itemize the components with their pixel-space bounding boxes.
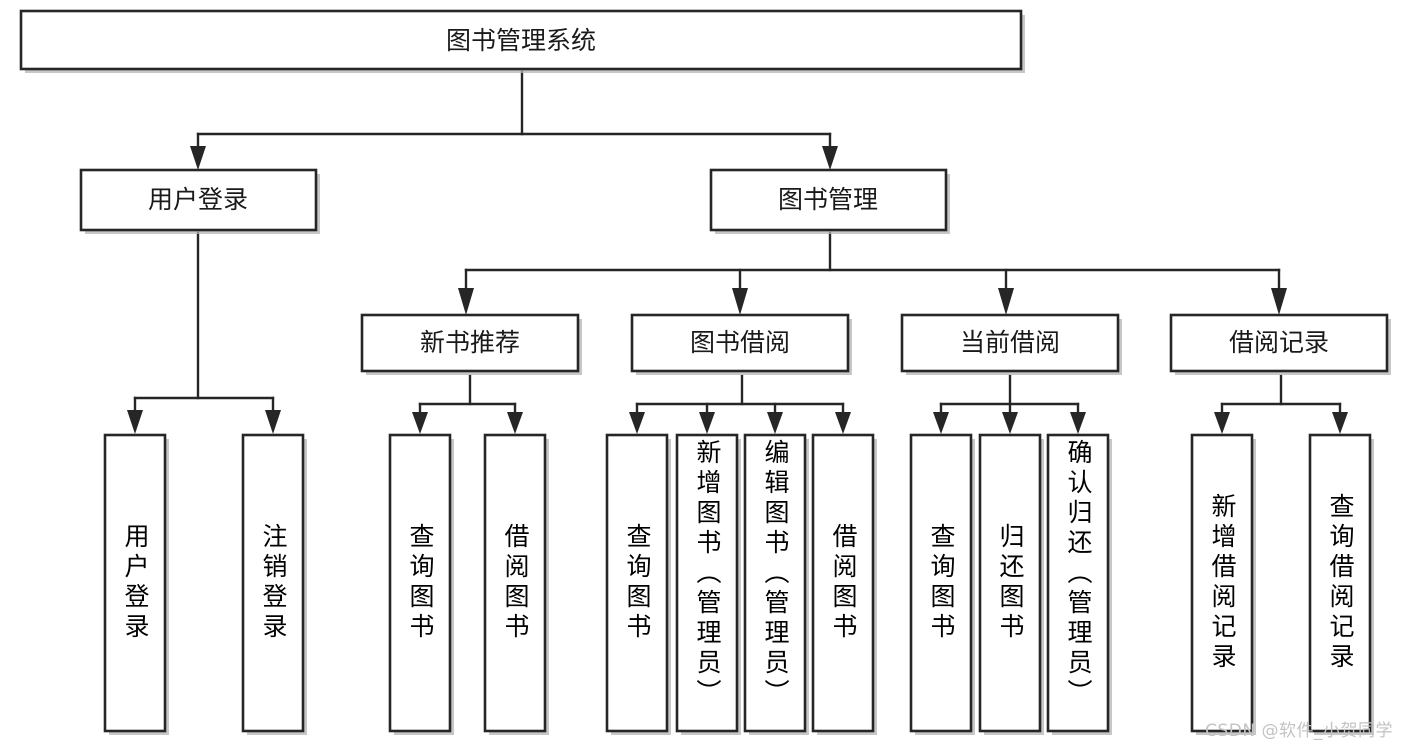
node-leaf-borrow-book-1-text-wrap: 借阅图书 <box>501 523 530 643</box>
node-leaf-borrow-book-2[interactable]: 借阅图书 <box>811 433 877 735</box>
node-leaf-add-record[interactable]: 新增借阅记录 <box>1190 433 1256 735</box>
node-book-borrow-box <box>630 313 850 373</box>
node-new-book-rec-label: 新书推荐 <box>420 328 520 357</box>
node-leaf-edit-book-text-wrap: 编辑图书（管理员） <box>761 439 790 709</box>
node-leaf-logout-box <box>241 433 305 733</box>
node-leaf-query-book-1-box <box>388 433 452 733</box>
node-leaf-logout-text-wrap: 注销登录 <box>259 523 288 643</box>
node-root-box <box>19 9 1023 71</box>
node-leaf-add-book-text-wrap: 新增图书（管理员） <box>693 439 722 709</box>
node-leaf-query-book-3-box <box>909 433 973 733</box>
node-leaf-add-record-box <box>1190 433 1254 733</box>
node-current-borrow-label: 当前借阅 <box>960 328 1060 357</box>
node-leaf-add-record-text-wrap: 新增借阅记录 <box>1208 493 1237 673</box>
node-leaf-edit-book-label: 编辑图书（管理员） <box>761 439 790 709</box>
node-root-label: 图书管理系统 <box>446 26 596 55</box>
node-leaf-return-book[interactable]: 归还图书 <box>978 433 1044 735</box>
node-leaf-query-record[interactable]: 查询借阅记录 <box>1308 433 1374 735</box>
arrow-head-leaf-query-book-2 <box>629 412 645 434</box>
arrow-head-leaf-user-login <box>127 410 143 434</box>
node-leaf-query-book-1-label: 查询图书 <box>406 523 435 643</box>
node-leaf-logout[interactable]: 注销登录 <box>241 433 307 735</box>
arrow-head-book-manage <box>822 146 838 170</box>
node-leaf-query-book-2-label: 查询图书 <box>623 523 652 643</box>
node-current-borrow-box <box>900 313 1120 373</box>
node-book-borrow[interactable]: 图书借阅 <box>630 313 852 375</box>
node-book-manage[interactable]: 图书管理 <box>709 168 950 234</box>
node-leaf-confirm-return[interactable]: 确认归还（管理员） <box>1046 433 1112 735</box>
node-leaf-borrow-book-2-text-wrap: 借阅图书 <box>829 523 858 643</box>
node-leaf-user-login-text-wrap: 用户登录 <box>121 523 150 643</box>
node-leaf-add-book-box <box>675 433 739 733</box>
node-leaf-confirm-return-box <box>1046 433 1110 733</box>
node-current-borrow[interactable]: 当前借阅 <box>900 313 1122 375</box>
node-leaf-edit-book-box <box>743 433 807 733</box>
node-leaf-query-book-1-text-wrap: 查询图书 <box>406 523 435 643</box>
node-leaf-query-record-box <box>1308 433 1372 733</box>
arrow-head-leaf-query-book-3 <box>933 412 949 434</box>
node-leaf-query-record-text-wrap: 查询借阅记录 <box>1326 493 1355 673</box>
node-book-manage-box <box>709 168 948 232</box>
node-leaf-user-login[interactable]: 用户登录 <box>103 433 169 735</box>
arrow-head-leaf-add-book <box>699 412 715 434</box>
node-leaf-borrow-book-1[interactable]: 借阅图书 <box>483 433 549 735</box>
node-leaf-query-book-1[interactable]: 查询图书 <box>388 433 454 735</box>
node-leaf-logout-label: 注销登录 <box>259 523 288 643</box>
arrow-head-leaf-add-record <box>1214 412 1230 434</box>
node-borrow-record[interactable]: 借阅记录 <box>1169 313 1391 375</box>
node-leaf-query-book-3-text-wrap: 查询图书 <box>927 523 956 643</box>
node-leaf-user-login-label: 用户登录 <box>121 523 150 643</box>
node-leaf-return-book-box <box>978 433 1042 733</box>
node-user-login-label: 用户登录 <box>148 185 248 214</box>
arrow-head-leaf-query-book-1 <box>412 412 428 434</box>
node-borrow-record-box <box>1169 313 1389 373</box>
node-leaf-confirm-return-text-wrap: 确认归还（管理员） <box>1064 439 1093 709</box>
arrow-head-leaf-return-book <box>1002 412 1018 434</box>
node-leaf-borrow-book-1-box <box>483 433 547 733</box>
arrow-head-user-login <box>190 146 206 170</box>
node-leaf-user-login-box <box>103 433 167 733</box>
connector-group <box>127 70 1348 434</box>
arrow-head-borrow-record <box>1271 288 1287 315</box>
node-leaf-query-book-2[interactable]: 查询图书 <box>605 433 671 735</box>
node-leaf-borrow-book-2-label: 借阅图书 <box>829 523 858 643</box>
node-leaf-confirm-return-label: 确认归还（管理员） <box>1064 439 1093 709</box>
node-borrow-record-label: 借阅记录 <box>1229 328 1329 357</box>
node-leaf-query-record-label: 查询借阅记录 <box>1326 493 1355 673</box>
node-root[interactable]: 图书管理系统 <box>19 9 1025 73</box>
node-user-login[interactable]: 用户登录 <box>79 168 320 234</box>
node-leaf-return-book-label: 归还图书 <box>996 523 1025 643</box>
node-leaf-return-book-text-wrap: 归还图书 <box>996 523 1025 643</box>
arrow-head-current-borrow <box>998 288 1014 315</box>
node-book-manage-label: 图书管理 <box>778 185 878 214</box>
node-leaf-borrow-book-2-box <box>811 433 875 733</box>
arrow-head-leaf-borrow-book-2 <box>835 412 851 434</box>
node-leaf-query-book-2-box <box>605 433 669 733</box>
arrow-head-leaf-query-record <box>1332 412 1348 434</box>
node-new-book-rec[interactable]: 新书推荐 <box>360 313 582 375</box>
node-leaf-query-book-3[interactable]: 查询图书 <box>909 433 975 735</box>
node-user-login-box <box>79 168 318 232</box>
arrow-head-leaf-logout <box>265 410 281 434</box>
node-leaf-add-book-label: 新增图书（管理员） <box>693 439 722 709</box>
node-leaf-query-book-2-text-wrap: 查询图书 <box>623 523 652 643</box>
arrow-head-leaf-borrow-book-1 <box>507 412 523 434</box>
node-book-borrow-label: 图书借阅 <box>690 328 790 357</box>
arrow-head-leaf-confirm-return <box>1070 412 1086 434</box>
node-leaf-borrow-book-1-label: 借阅图书 <box>501 523 530 643</box>
arrow-head-new-book-rec <box>458 288 474 315</box>
arrow-head-leaf-edit-book <box>767 412 783 434</box>
node-leaf-add-record-label: 新增借阅记录 <box>1208 493 1237 673</box>
arrow-head-book-borrow <box>732 288 748 315</box>
node-leaf-add-book[interactable]: 新增图书（管理员） <box>675 433 741 735</box>
node-leaf-edit-book[interactable]: 编辑图书（管理员） <box>743 433 809 735</box>
node-leaf-query-book-3-label: 查询图书 <box>927 523 956 643</box>
node-new-book-rec-box <box>360 313 580 373</box>
